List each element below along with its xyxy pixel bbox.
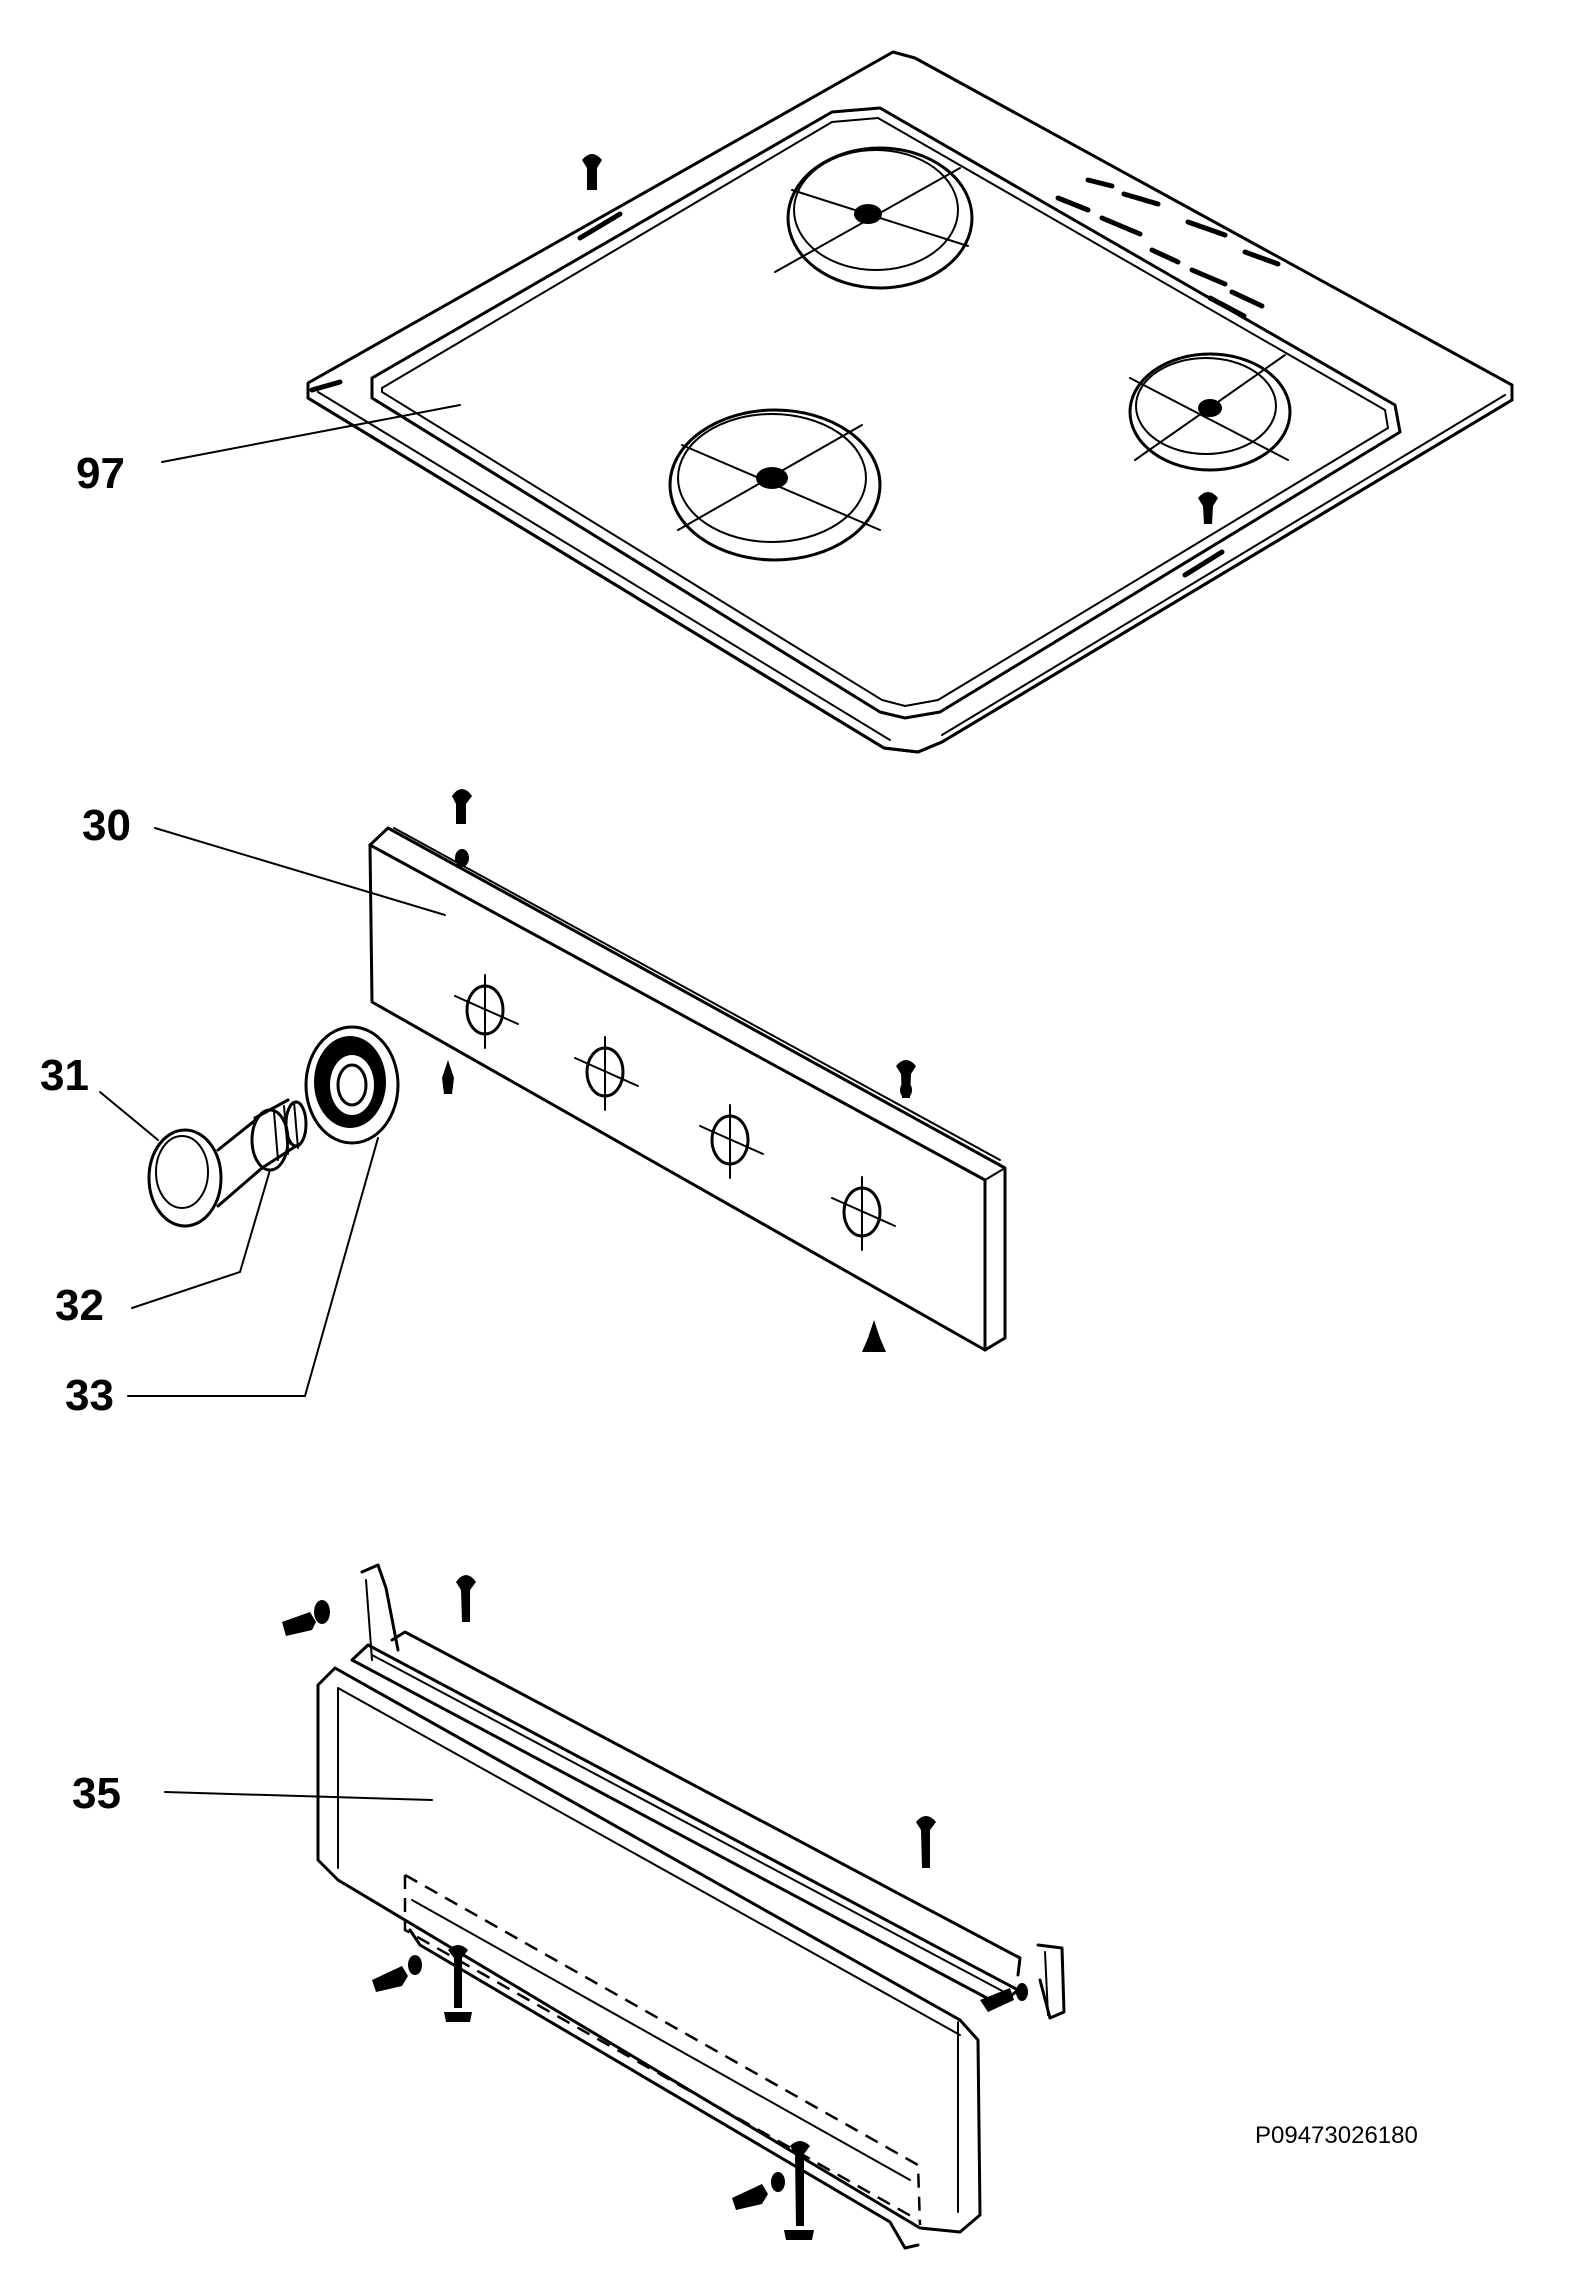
- screw-icon: [896, 1060, 916, 1098]
- burner-right: [1128, 352, 1292, 472]
- callout-31: 31: [40, 1051, 89, 1100]
- hob-top-vent-slots: [1055, 177, 1281, 319]
- knob-spindle: [250, 1098, 308, 1172]
- screw-icon: [372, 1955, 422, 1992]
- knob-hole: [574, 1036, 639, 1111]
- screw-icon: [784, 2141, 814, 2240]
- screw-icon: [582, 154, 602, 190]
- screw-icon: [732, 2172, 785, 2210]
- leader-line-32: [131, 1169, 271, 1309]
- screw-icon: [862, 1320, 886, 1352]
- leader-line-35: [164, 1791, 433, 1801]
- burner-rear: [774, 146, 974, 290]
- screw-icon: [980, 1983, 1028, 2012]
- leader-line-30: [154, 827, 446, 916]
- control-knob: [147, 1116, 264, 1228]
- knob-hole: [454, 974, 519, 1049]
- hob-top-inner-recess: [370, 106, 1402, 720]
- screw-icon: [452, 789, 472, 867]
- screw-icon: [444, 1945, 472, 2022]
- screw-icon: [916, 1816, 936, 1868]
- callout-97: 97: [76, 449, 125, 498]
- knob-hole: [831, 1176, 896, 1251]
- hob-top-assembly: [161, 50, 1514, 754]
- leader-line-31: [99, 1091, 159, 1141]
- callout-33: 33: [65, 1371, 114, 1420]
- front-panel-face: [316, 1666, 982, 2234]
- hob-top-outer-edge: [306, 50, 1514, 754]
- screw-icon: [456, 1575, 476, 1622]
- burner-front: [668, 408, 882, 562]
- control-panel-assembly: [99, 789, 1007, 1397]
- leader-line-97: [161, 404, 461, 463]
- front-panel-assembly: [164, 1563, 1066, 2250]
- control-panel-front-face: [368, 843, 987, 1352]
- hidden-outline: [403, 1873, 922, 2226]
- callout-32: 32: [55, 1281, 104, 1330]
- drawing-code: P09473026180: [1255, 2122, 1418, 2149]
- leader-line-33: [127, 1137, 379, 1397]
- knob-hole: [699, 1104, 764, 1179]
- screw-icon: [442, 1060, 454, 1094]
- knob-bezel-ring: [304, 1025, 400, 1145]
- callout-35: 35: [72, 1769, 121, 1818]
- screw-icon: [1198, 492, 1218, 524]
- callout-30: 30: [82, 801, 131, 850]
- screw-icon: [282, 1600, 330, 1636]
